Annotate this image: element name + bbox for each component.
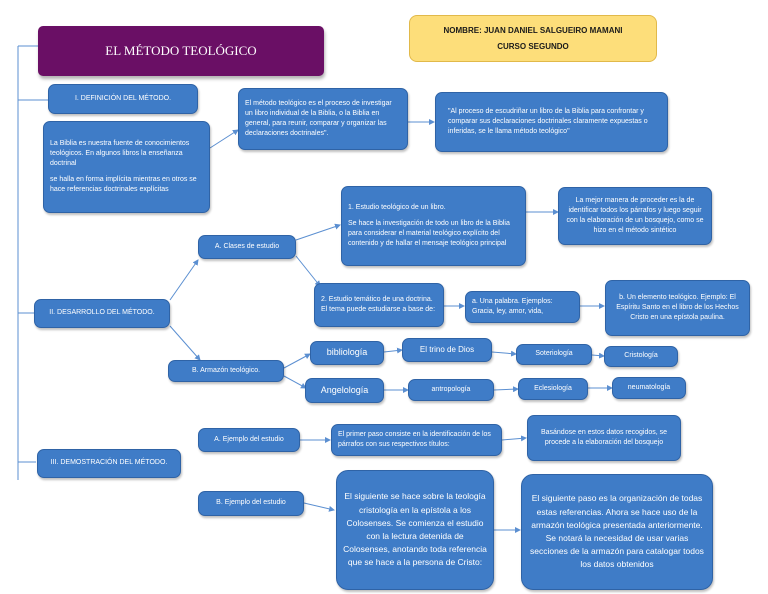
bible-source-box: La Biblia es nuestra fuente de conocimie… bbox=[43, 121, 210, 213]
organize-box: El siguiente paso es la organización de … bbox=[521, 474, 713, 590]
arrow-firststep-outline bbox=[501, 435, 527, 442]
antropologia-node: antropología bbox=[408, 379, 494, 401]
arrow-antropologia-eclesiologia bbox=[493, 386, 519, 393]
development-heading: II. DESARROLLO DEL MÉTODO. bbox=[34, 299, 170, 328]
neumatologia-node: neumatología bbox=[612, 377, 686, 399]
definition-heading: I. DEFINICIÓN DEL MÉTODO. bbox=[48, 84, 198, 114]
example-b-node: B. Ejemplo del estudio bbox=[198, 491, 304, 516]
bible-text-2: se halla en forma implícita mientras en … bbox=[50, 176, 197, 194]
cristologia-node: Cristología bbox=[604, 346, 678, 367]
arrow-soteriologia-cristologia bbox=[591, 352, 605, 359]
outline-box: Basándose en estos datos recogidos, se p… bbox=[527, 415, 681, 461]
arrow-b-bibliologia bbox=[283, 353, 311, 369]
student-name: NOMBRE: JUAN DANIEL SALGUEIRO MAMANI bbox=[443, 26, 623, 36]
arrow-a-study2 bbox=[295, 255, 321, 287]
arrow-exampleb-nextstep bbox=[303, 502, 335, 512]
trino-node: El trino de Dios bbox=[402, 338, 492, 362]
study1-box: 1. Estudio teológico de un libro. Se hac… bbox=[341, 186, 526, 266]
arrow-development-a bbox=[169, 259, 199, 301]
bibliologia-node: bibliología bbox=[310, 341, 384, 365]
page-title: EL MÉTODO TEOLÓGICO bbox=[38, 26, 324, 76]
theological-framework-node: B. Armazón teológico. bbox=[168, 360, 284, 382]
arrow-trino-soteriologia bbox=[491, 350, 517, 357]
study1-tip-box: La mejor manera de proceder es la de ide… bbox=[558, 187, 712, 245]
arrow-a-study1 bbox=[295, 223, 341, 241]
study1-text: Se hace la investigación de todo un libr… bbox=[348, 219, 510, 248]
student-info-box: NOMBRE: JUAN DANIEL SALGUEIRO MAMANI CUR… bbox=[409, 15, 657, 62]
study1-title: 1. Estudio teológico de un libro. bbox=[348, 203, 446, 211]
student-course: CURSO SEGUNDO bbox=[497, 41, 569, 51]
arrow-b-angelologia bbox=[283, 375, 307, 389]
arrow-bible-definition bbox=[209, 129, 239, 149]
demonstration-heading: III. DEMOSTRACIÓN DEL MÉTODO. bbox=[37, 449, 181, 478]
definition-box: El método teológico es el proceso de inv… bbox=[238, 88, 408, 150]
study2-box: 2. Estudio temático de una doctrina. El … bbox=[314, 283, 444, 327]
arrow-development-b bbox=[169, 325, 201, 361]
arrow-bibliologia-trino bbox=[383, 347, 403, 354]
element-example-box: b. Un elemento teológico. Ejemplo: El Es… bbox=[605, 280, 750, 336]
word-example-box: a. Una palabra. Ejemplos: Gracia, ley, a… bbox=[465, 291, 580, 323]
eclesiologia-node: Eclesiología bbox=[518, 378, 588, 400]
angelologia-node: Angelología bbox=[305, 378, 384, 403]
study-classes-node: A. Clases de estudio bbox=[198, 235, 296, 259]
soteriologia-node: Soteriología bbox=[516, 344, 592, 365]
first-step-box: El primer paso consiste en la identifica… bbox=[331, 424, 502, 456]
example-a-node: A. Ejemplo del estudio bbox=[198, 428, 300, 452]
quote-box: "Al proceso de escudriñar un libro de la… bbox=[435, 92, 668, 152]
next-step-box: El siguiente se hace sobre la teología c… bbox=[336, 470, 494, 590]
bible-text-1: La Biblia es nuestra fuente de conocimie… bbox=[50, 139, 190, 167]
